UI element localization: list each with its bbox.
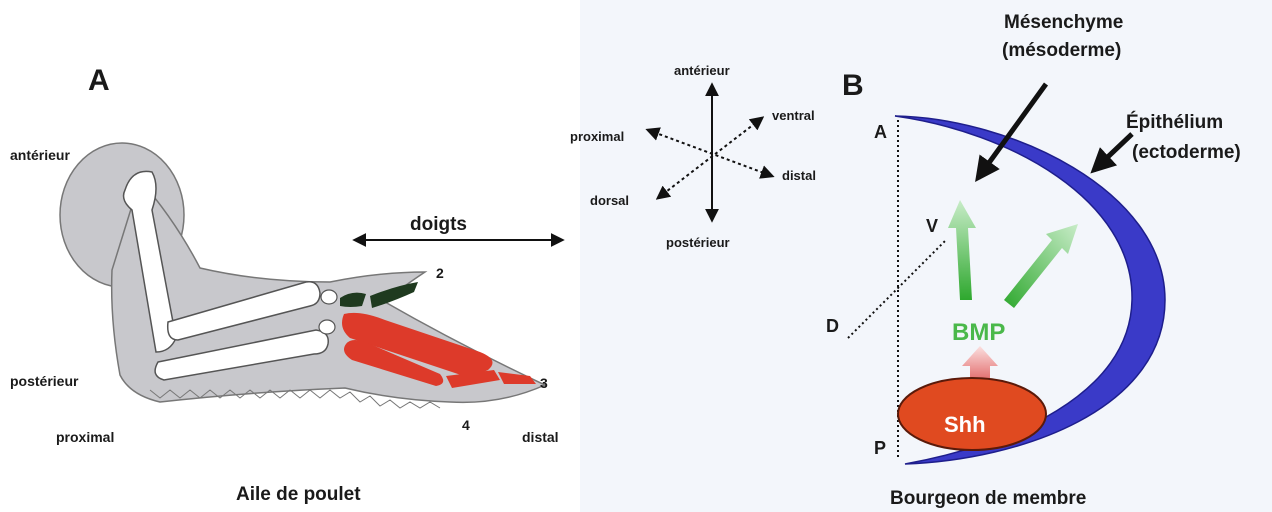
label-distal: distal — [522, 429, 559, 445]
label-V: V — [926, 216, 938, 236]
epithelium-label-line1: Épithélium — [1126, 111, 1223, 133]
panel-a: A 2 3 4 doigts antérieur postérieur — [10, 64, 562, 505]
panel-a-caption: Aile de poulet — [236, 484, 361, 505]
axis-label-distal: distal — [782, 168, 816, 183]
mesenchyme-label-line1: Mésenchyme — [1004, 12, 1123, 33]
axis-label-dorsal: dorsal — [590, 193, 629, 208]
label-digit-2: 2 — [436, 265, 444, 281]
carpal-bone — [319, 320, 335, 334]
label-P: P — [874, 438, 886, 458]
doigts-label: doigts — [410, 214, 467, 235]
label-posterior: postérieur — [10, 373, 79, 389]
axis-label-proximal: proximal — [570, 129, 624, 144]
label-D: D — [826, 316, 839, 336]
mesenchyme-label-line2: (mésoderme) — [1002, 40, 1121, 61]
shh-label: Shh — [944, 412, 986, 437]
axis-label-posterior: postérieur — [666, 235, 730, 250]
label-A: A — [874, 122, 887, 142]
carpal-bone — [321, 290, 337, 304]
axis-label-ventral: ventral — [772, 108, 815, 123]
epithelium-label-line2: (ectoderme) — [1132, 142, 1241, 163]
panel-b-letter: B — [842, 69, 864, 102]
bmp-label: BMP — [952, 319, 1005, 346]
label-digit-3: 3 — [540, 375, 548, 391]
axis-label-anterior: antérieur — [674, 63, 730, 78]
label-anterior: antérieur — [10, 147, 70, 163]
label-digit-4: 4 — [462, 417, 470, 433]
label-proximal: proximal — [56, 429, 114, 445]
panel-a-letter: A — [88, 64, 110, 97]
panel-b-caption: Bourgeon de membre — [890, 488, 1086, 509]
